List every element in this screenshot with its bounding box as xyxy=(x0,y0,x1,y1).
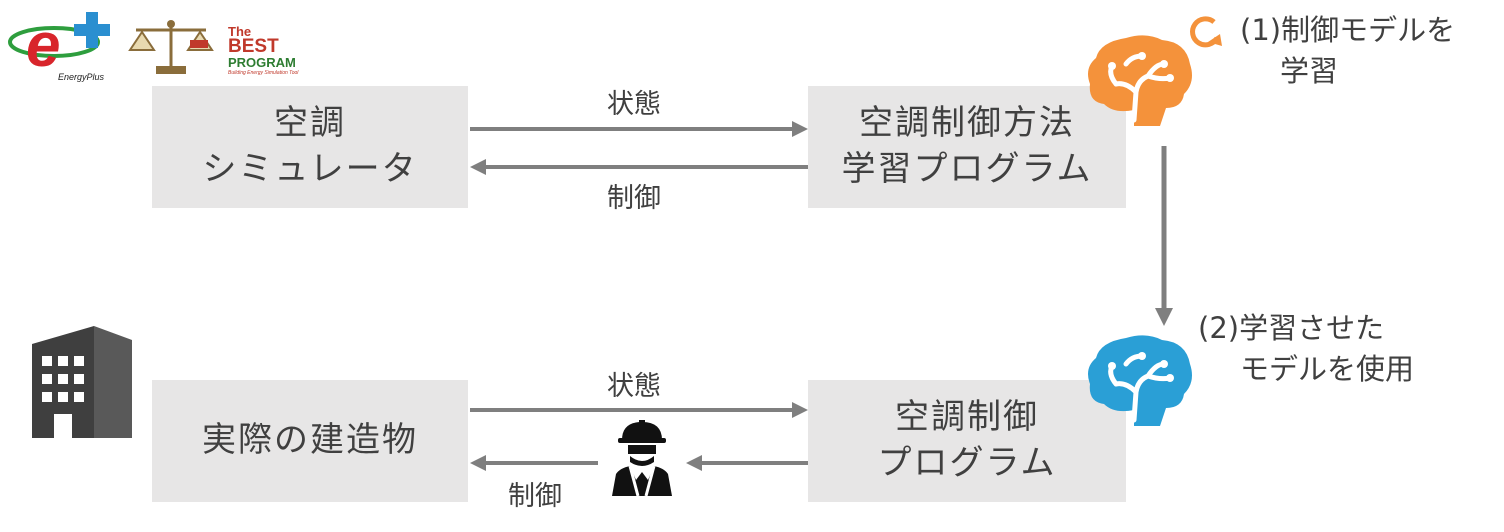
bottom-control-arrow-right xyxy=(686,455,808,471)
bottom-control-arrow-left xyxy=(470,455,598,471)
control-program-line1: 空調制御 xyxy=(895,397,1039,438)
best-logo-sub: Building Energy Simulation Tool xyxy=(228,70,299,76)
control-program-box: 空調制御 プログラム xyxy=(808,380,1126,502)
energyplus-logo-text: EnergyPlus xyxy=(58,72,105,82)
learn-model-note: (1)制御モデルを 学習 xyxy=(1240,10,1455,91)
top-control-arrow xyxy=(470,159,808,175)
hvac-simulator-box: 空調 シミュレータ xyxy=(152,86,468,208)
bottom-control-label: 制御 xyxy=(508,481,562,512)
hvac-simulator-line2: シミュレータ xyxy=(202,149,418,189)
refresh-cycle-icon xyxy=(1184,12,1224,52)
building-icon xyxy=(32,326,132,438)
bottom-state-label: 状態 xyxy=(607,371,661,402)
real-building-label: 実際の建造物 xyxy=(202,420,418,461)
worker-icon xyxy=(606,418,678,497)
use-model-note-line2: モデルを使用 xyxy=(1240,351,1415,386)
best-program-logo: The BEST PROGRAM Building Energy Simulat… xyxy=(226,24,306,80)
brain-learning-icon xyxy=(1086,34,1196,130)
learn-model-note-line2: 学習 xyxy=(1280,53,1339,88)
transfer-down-arrow xyxy=(1155,146,1173,326)
energyplus-logo: e EnergyPlus xyxy=(6,8,112,84)
scales-logo xyxy=(126,18,216,78)
use-model-note-line1: (2)学習させた xyxy=(1198,311,1385,345)
learning-program-box: 空調制御方法 学習プログラム xyxy=(808,86,1126,208)
best-logo-the: The xyxy=(228,24,252,39)
brain-deployed-icon xyxy=(1086,334,1196,430)
learning-program-line1: 空調制御方法 xyxy=(859,103,1075,144)
top-control-label: 制御 xyxy=(607,183,661,214)
control-program-line2: プログラム xyxy=(877,443,1057,483)
learning-program-line2: 学習プログラム xyxy=(841,149,1093,189)
best-logo-program: PROGRAM xyxy=(228,55,296,70)
learn-model-note-line1: (1)制御モデルを xyxy=(1240,13,1456,47)
best-logo-best: BEST xyxy=(228,36,279,57)
top-state-arrow xyxy=(470,121,808,137)
top-state-label: 状態 xyxy=(607,89,661,120)
use-model-note: (2)学習させた モデルを使用 xyxy=(1198,308,1414,389)
hvac-simulator-line1: 空調 xyxy=(274,103,346,144)
bottom-state-arrow xyxy=(470,402,808,418)
real-building-box: 実際の建造物 xyxy=(152,380,468,502)
svg-text:e: e xyxy=(26,11,60,80)
